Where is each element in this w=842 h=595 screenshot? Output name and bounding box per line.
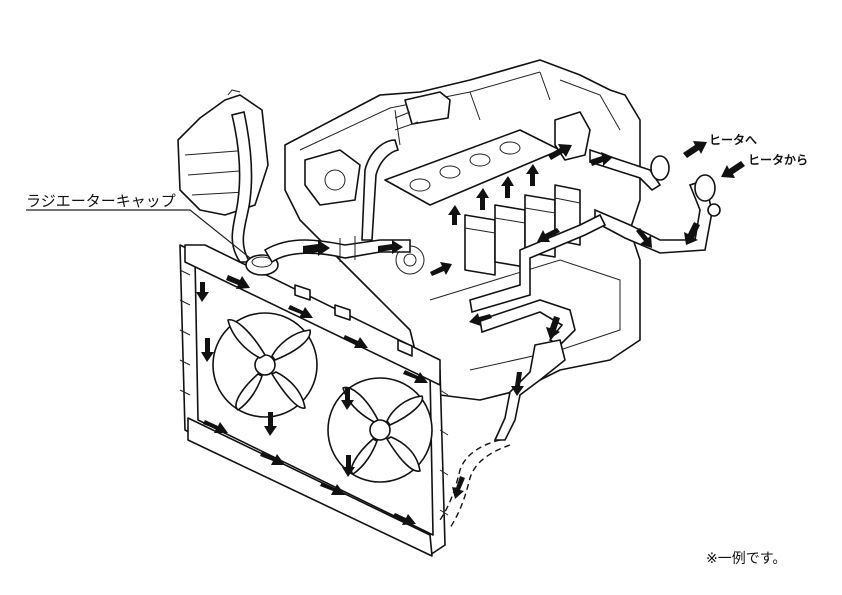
upper-hose <box>263 236 411 264</box>
fan-right <box>327 377 433 483</box>
flow-arrow-icon <box>264 412 277 436</box>
cap-leader-line <box>26 209 251 259</box>
example-note: ※一例です。 <box>706 551 787 567</box>
from-heater-label: ヒータから <box>748 153 809 167</box>
flow-arrow-icon <box>721 161 745 178</box>
flow-arrow-icon <box>636 228 652 248</box>
intake-hose <box>361 139 400 241</box>
flow-arrows <box>196 141 745 525</box>
heater-hoses <box>589 148 721 254</box>
radiator-cap-label: ラジエーターキャップ <box>26 192 176 210</box>
flow-arrow-icon <box>537 228 560 242</box>
fan-left <box>212 312 318 418</box>
flow-arrow-icon <box>683 141 707 158</box>
flow-arrow-icon <box>430 262 452 276</box>
flow-arrow-icon <box>452 476 465 499</box>
flow-arrow-icon <box>403 370 428 383</box>
lower-hose <box>439 339 566 529</box>
flow-arrow-icon <box>341 388 354 410</box>
flow-arrow-icon <box>590 152 613 166</box>
flow-arrow-icon <box>548 144 572 160</box>
flow-arrow-icon <box>511 372 524 396</box>
flow-arrow-icon <box>260 452 285 465</box>
flow-arrow-icon <box>546 316 560 339</box>
to-heater-label: ヒータへ <box>709 133 758 147</box>
flow-arrow-icon <box>501 176 514 198</box>
flow-arrow-icon <box>196 282 209 302</box>
flow-arrow-icon <box>320 482 345 495</box>
flow-arrow-icon <box>476 188 489 210</box>
flow-arrow-icon <box>469 313 492 326</box>
flow-arrow-icon <box>288 305 313 318</box>
flow-arrow-icon <box>448 205 461 225</box>
flow-arrow-icon <box>343 335 368 348</box>
flow-arrow-icon <box>303 240 330 256</box>
flow-arrow-icon <box>342 455 355 477</box>
flow-arrow-icon <box>393 513 416 525</box>
flow-arrow-icon <box>526 164 539 186</box>
flow-arrow-icon <box>226 275 250 289</box>
reservoir-tank <box>177 89 269 263</box>
flow-arrow-icon <box>201 338 214 362</box>
flow-arrow-icon <box>684 222 700 245</box>
flow-arrow-icon <box>378 240 403 254</box>
flow-arrow-icon <box>203 420 228 433</box>
